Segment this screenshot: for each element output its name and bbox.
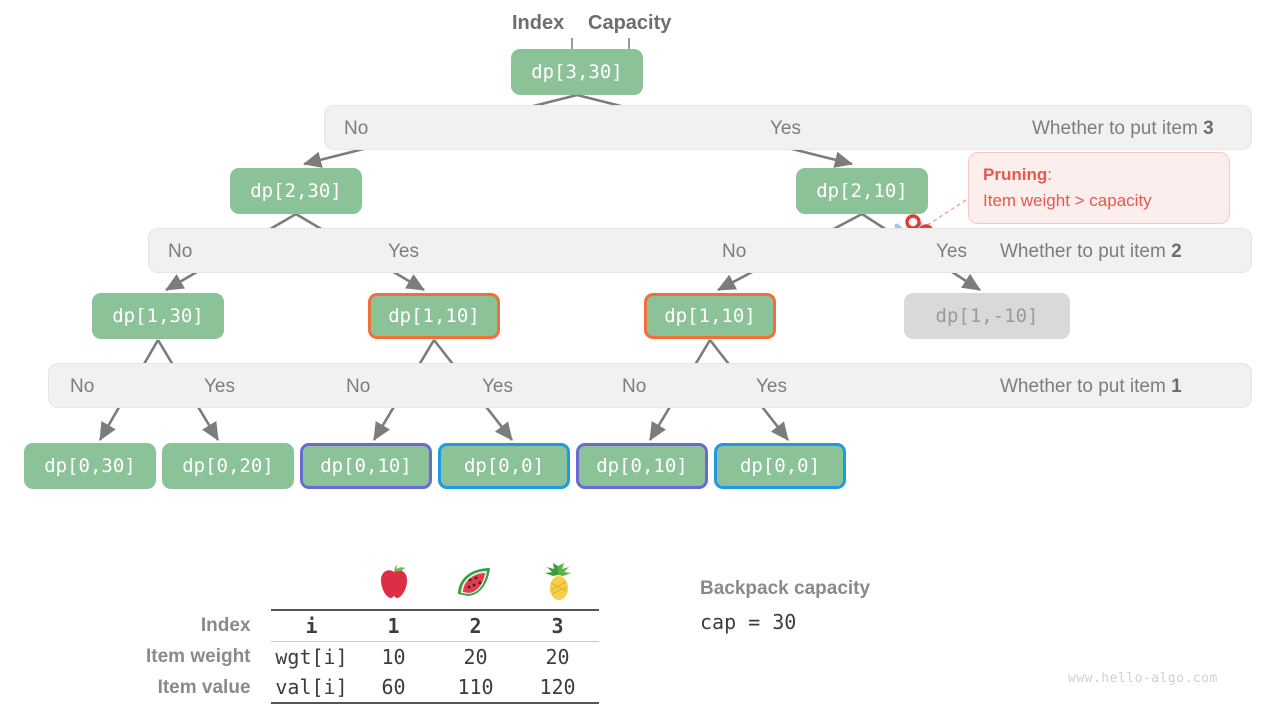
node-dp-2-10[interactable]: dp[2,10] xyxy=(796,168,928,214)
level-bar-item3 xyxy=(324,105,1252,150)
node-dp-0-0-a[interactable]: dp[0,0] xyxy=(438,443,570,489)
pruning-title-line: Pruning: xyxy=(983,162,1215,188)
node-dp-1-30[interactable]: dp[1,30] xyxy=(92,293,224,339)
cell-value-1: 60 xyxy=(352,672,435,704)
level2-branch-no-2: No xyxy=(722,241,747,262)
row-label-index: Index xyxy=(200,614,251,636)
level1-question-item: 1 xyxy=(1171,376,1182,397)
node-dp-3-30[interactable]: dp[3,30] xyxy=(511,49,643,95)
level-bar-item1 xyxy=(48,363,1252,408)
level2-question: Whether to put item 2 xyxy=(1000,242,1182,261)
cell-index-1: 1 xyxy=(352,609,435,642)
node-dp-1-minus10-pruned[interactable]: dp[1,-10] xyxy=(904,293,1070,339)
table-row-weight: Item weight wgt[i] 10 20 20 xyxy=(146,641,599,672)
cell-weight-1: 10 xyxy=(352,641,435,672)
cell-value-3: 120 xyxy=(516,672,599,704)
level1-question: Whether to put item 1 xyxy=(1000,377,1182,396)
cell-weight-2: 20 xyxy=(434,641,517,672)
node-dp-0-30[interactable]: dp[0,30] xyxy=(24,443,156,489)
level1-branch-no-1: No xyxy=(70,376,95,397)
level2-branch-no-1: No xyxy=(168,241,193,262)
fruit-watermelon-icon xyxy=(435,560,517,610)
pruning-colon: : xyxy=(1047,165,1052,184)
level3-question-text: Whether to put item xyxy=(1032,118,1204,139)
pruning-callout: Pruning: Item weight > capacity xyxy=(968,152,1230,224)
node-dp-0-10-a[interactable]: dp[0,10] xyxy=(300,443,432,489)
capacity-label: Backpack capacity xyxy=(700,578,871,599)
level2-question-item: 2 xyxy=(1171,241,1182,262)
level1-branch-yes-1: Yes xyxy=(204,376,235,397)
node-dp-0-10-b[interactable]: dp[0,10] xyxy=(576,443,708,489)
cell-index-3: 3 xyxy=(516,609,599,642)
index-annotation: Index xyxy=(512,12,565,34)
level1-branch-yes-2: Yes xyxy=(482,376,513,397)
cell-name-i: i xyxy=(270,609,353,642)
row-label-weight: Item weight xyxy=(146,645,251,667)
table-row-index: Index i 1 2 3 xyxy=(146,609,599,642)
table-row-fruits xyxy=(146,560,599,610)
level3-question-item: 3 xyxy=(1203,118,1214,139)
cell-name-val: val[i] xyxy=(270,672,353,704)
watermark: www.hello-algo.com xyxy=(1068,671,1218,686)
capacity-value: cap = 30 xyxy=(700,610,797,634)
pruning-detail: Item weight > capacity xyxy=(983,190,1152,210)
pruning-title: Pruning xyxy=(983,165,1048,184)
node-dp-0-20[interactable]: dp[0,20] xyxy=(162,443,294,489)
level3-branch-no: No xyxy=(344,118,369,139)
fruit-pineapple-icon xyxy=(517,560,599,610)
capacity-annotation: Capacity xyxy=(588,12,672,34)
node-dp-1-10-b[interactable]: dp[1,10] xyxy=(644,293,776,339)
fruit-apple-icon xyxy=(353,560,435,610)
level1-branch-yes-3: Yes xyxy=(756,376,787,397)
level1-branch-no-3: No xyxy=(622,376,647,397)
level-bar-item2 xyxy=(148,228,1252,273)
level3-question: Whether to put item 3 xyxy=(1032,119,1214,138)
level2-branch-yes-1: Yes xyxy=(388,241,419,262)
cell-name-wgt: wgt[i] xyxy=(270,641,353,672)
items-table: Index i 1 2 3 Item weight wgt[i] 10 20 2… xyxy=(146,560,599,704)
cell-index-2: 2 xyxy=(434,609,517,642)
level3-branch-yes: Yes xyxy=(770,118,801,139)
node-dp-1-10-a[interactable]: dp[1,10] xyxy=(368,293,500,339)
level2-branch-yes-2: Yes xyxy=(936,241,967,262)
backpack-capacity-block: Backpack capacity cap = 30 xyxy=(700,578,870,634)
node-dp-0-0-b[interactable]: dp[0,0] xyxy=(714,443,846,489)
row-label-value: Item value xyxy=(157,676,251,698)
level1-question-text: Whether to put item xyxy=(1000,376,1172,397)
level2-question-text: Whether to put item xyxy=(1000,241,1172,262)
cell-value-2: 110 xyxy=(434,672,517,704)
node-dp-2-30[interactable]: dp[2,30] xyxy=(230,168,362,214)
level1-branch-no-2: No xyxy=(346,376,371,397)
cell-weight-3: 20 xyxy=(516,641,599,672)
table-row-value: Item value val[i] 60 110 120 xyxy=(146,672,599,704)
